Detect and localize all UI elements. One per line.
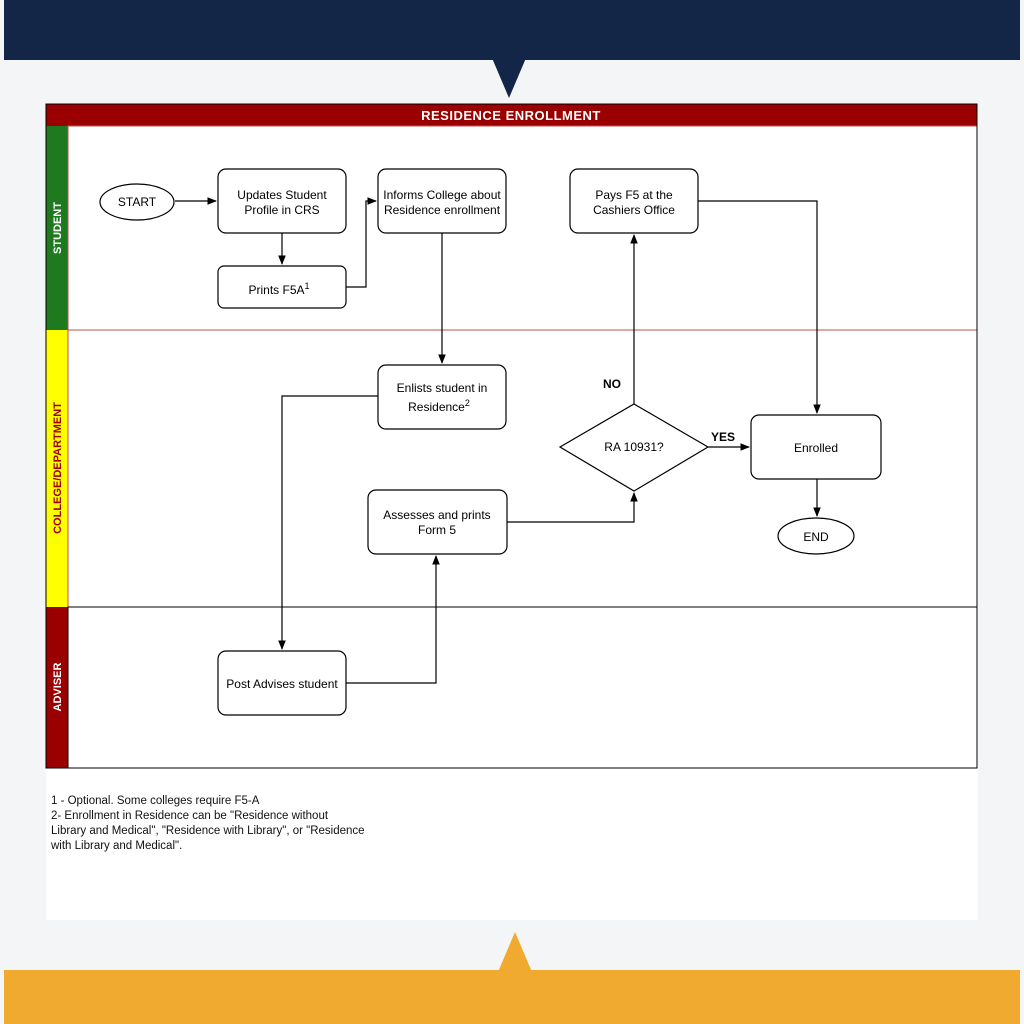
content-panel [46,103,978,920]
edge-assess-decision [507,492,638,523]
post-advises-box [217,650,347,716]
decision-diamond [558,403,710,492]
pays-label-line2: Cashiers Office [593,203,675,217]
lane-label-student: STUDENT [52,202,64,254]
update-label-line1: Updates Student [237,188,327,202]
edge-enlists-post [278,395,378,650]
top-banner [4,0,1020,60]
prints-f5a-box [217,265,347,309]
lane-student: STUDENT [46,125,978,331]
informs-label-line2: Residence enrollment [384,203,501,217]
prints-f5a-label: Prints F5A1 [248,281,309,297]
post-advises-label: Post Advises student [226,677,338,691]
footnote-1: 1 - Optional. Some colleges require F5-A [51,795,260,807]
diagram-title-bar: RESIDENCE ENROLLMENT [46,104,977,126]
enrolled-label: Enrolled [794,441,838,455]
enlists-student-box [377,364,507,430]
pays-label-line1: Pays F5 at the [595,188,673,202]
edge-prints-informs [346,197,377,288]
prints-f5a-text: Prints F5A [248,283,304,297]
enlists-label-line1: Enlists student in [397,381,488,395]
bottom-pointer [498,932,532,972]
edge-post-assess [346,555,440,684]
edge-pays-enrolled [698,200,821,414]
assess-form5-box [367,489,508,555]
bottom-banner [4,970,1020,1024]
informs-college-box [377,168,507,234]
footnote-2-line3: with Library and Medical". [51,840,183,852]
lane-label-college: COLLEGE/DEPARTMENT [52,402,64,534]
prints-f5a-superscript: 1 [305,281,310,291]
assess-label-line1: Assesses and prints [383,508,490,522]
lane-adviser: ADVISER [46,606,978,769]
start-label: START [118,195,157,209]
diagram-title: RESIDENCE ENROLLMENT [421,108,601,123]
enlists-text: Residence [408,400,465,414]
footnote-2-line1: 2- Enrollment in Residence can be "Resid… [51,810,329,822]
footnotes: 1 - Optional. Some colleges require F5-A… [51,794,411,854]
no-label: NO [603,377,621,391]
end-label: END [803,530,829,544]
decision-label: RA 10931? [604,440,664,454]
enrolled-box [750,414,882,480]
lane-label-adviser: ADVISER [52,662,64,711]
enlists-label-line2: Residence2 [408,398,470,414]
update-label-line2: Profile in CRS [244,203,319,217]
yes-label: YES [711,430,735,444]
diagram-border [45,103,978,769]
footnote-2-line2: Library and Medical", "Residence with Li… [51,825,365,837]
start-terminal [99,183,175,221]
assess-label-line2: Form 5 [418,523,456,537]
connectors [175,197,821,684]
update-profile-box [217,168,347,234]
end-terminal [777,517,855,555]
informs-label-line1: Informs College about [383,188,501,202]
pays-f5-box [569,168,699,234]
enlists-superscript: 2 [465,398,470,408]
top-pointer [492,58,526,98]
